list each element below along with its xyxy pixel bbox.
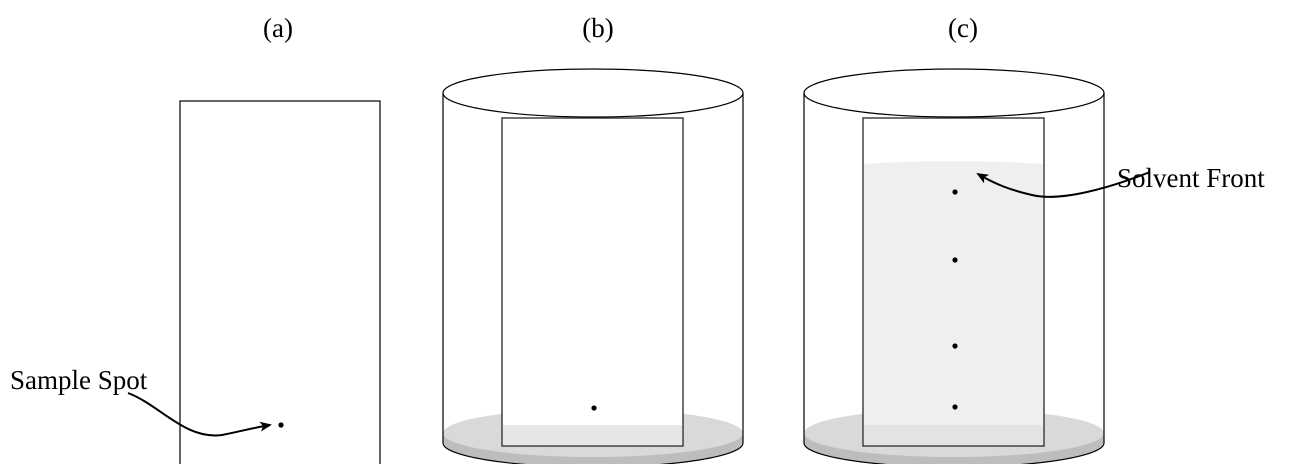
sample-spot-label: Sample Spot: [10, 365, 148, 395]
chamber-top-rim-c: [803, 68, 1105, 118]
chamber-top-rim-b: [442, 68, 744, 118]
spot-1-c: [952, 189, 958, 195]
plate-immersed-c: [864, 425, 1043, 445]
spot-3-c: [952, 343, 958, 349]
solvent-bottom-b: [443, 433, 743, 464]
spot-origin-c: [952, 404, 958, 410]
sample-spot-b: [591, 405, 597, 411]
wetted-region-c: [864, 161, 1043, 445]
plate-immersed-b: [503, 425, 682, 445]
sample-spot-arrow: [127, 392, 272, 437]
tlc-plate-a: [179, 100, 381, 464]
panel-label-a: (a): [263, 13, 293, 43]
spot-2-c: [952, 257, 958, 263]
chamber-bottom-rim-b: [442, 442, 744, 464]
chamber-bottom-rim-c: [803, 442, 1105, 464]
tlc-plate-b: [501, 117, 684, 447]
sample-spot-a: [278, 422, 284, 428]
solvent-bottom-c: [804, 433, 1104, 464]
panel-b: [442, 68, 744, 464]
solvent-front-label: Solvent Front: [1117, 163, 1265, 193]
panel-a: Sample Spot: [10, 100, 381, 464]
solvent-front-arrow: [976, 171, 1151, 198]
panel-label-b: (b): [582, 13, 613, 43]
panel-label-c: (c): [948, 13, 978, 43]
panel-c: Solvent Front: [803, 68, 1265, 464]
